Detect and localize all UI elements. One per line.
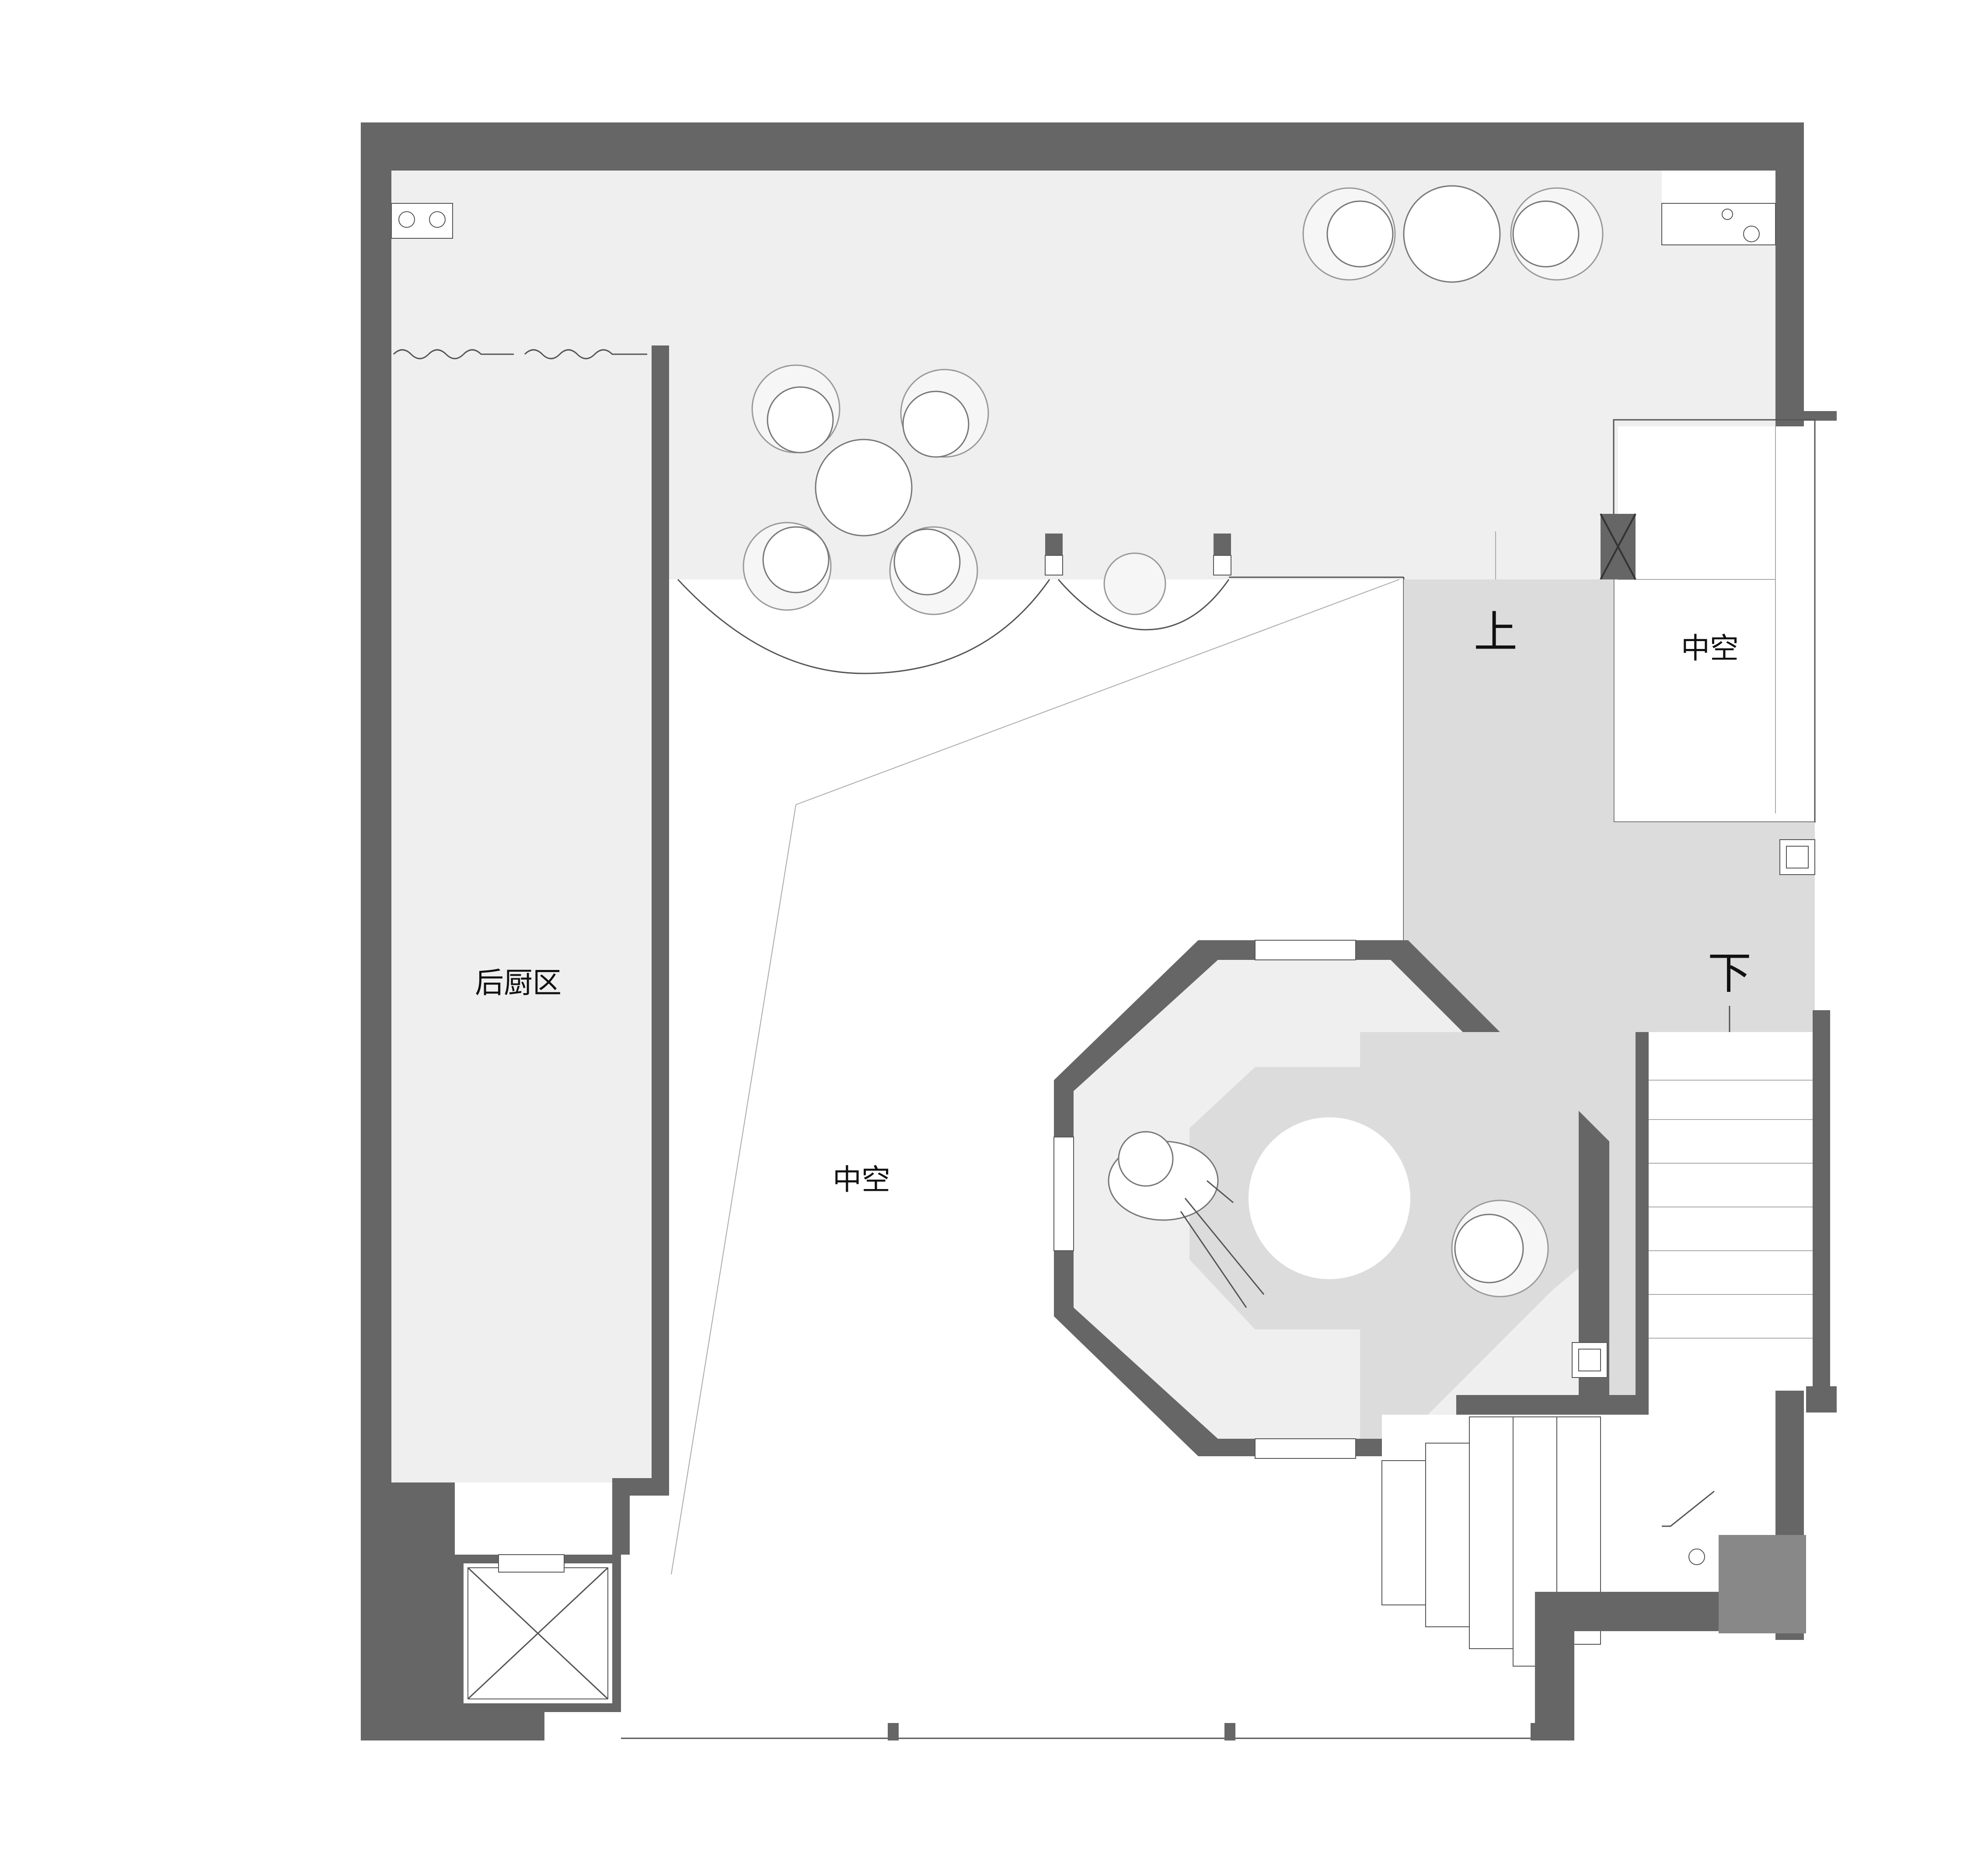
elevator — [455, 1554, 621, 1712]
round-table-icon — [815, 439, 913, 537]
void-side-label: 中空 — [1681, 632, 1739, 664]
side-void: 中空 — [1600, 411, 1837, 823]
void-main-label: 中空 — [833, 1163, 890, 1196]
bottom-openings — [621, 1723, 1542, 1740]
down-label: 下 — [1708, 949, 1751, 998]
corner-details — [391, 203, 1776, 245]
curtain-icon — [393, 349, 514, 359]
kitchen-label: 后厨区 — [475, 966, 562, 999]
dining-set-right — [1302, 185, 1604, 283]
staircase-right — [1456, 1010, 1837, 1417]
octagon-room — [1053, 940, 1609, 1459]
kitchen-area: 后厨区 — [391, 345, 669, 1555]
dining-set-left — [743, 364, 989, 615]
column-icon — [1045, 534, 1063, 555]
staircase-lower — [1381, 1391, 1806, 1740]
outer-walls — [361, 122, 1804, 1740]
up-label: 上 — [1474, 608, 1517, 657]
person-figure-icon — [1108, 1131, 1265, 1308]
